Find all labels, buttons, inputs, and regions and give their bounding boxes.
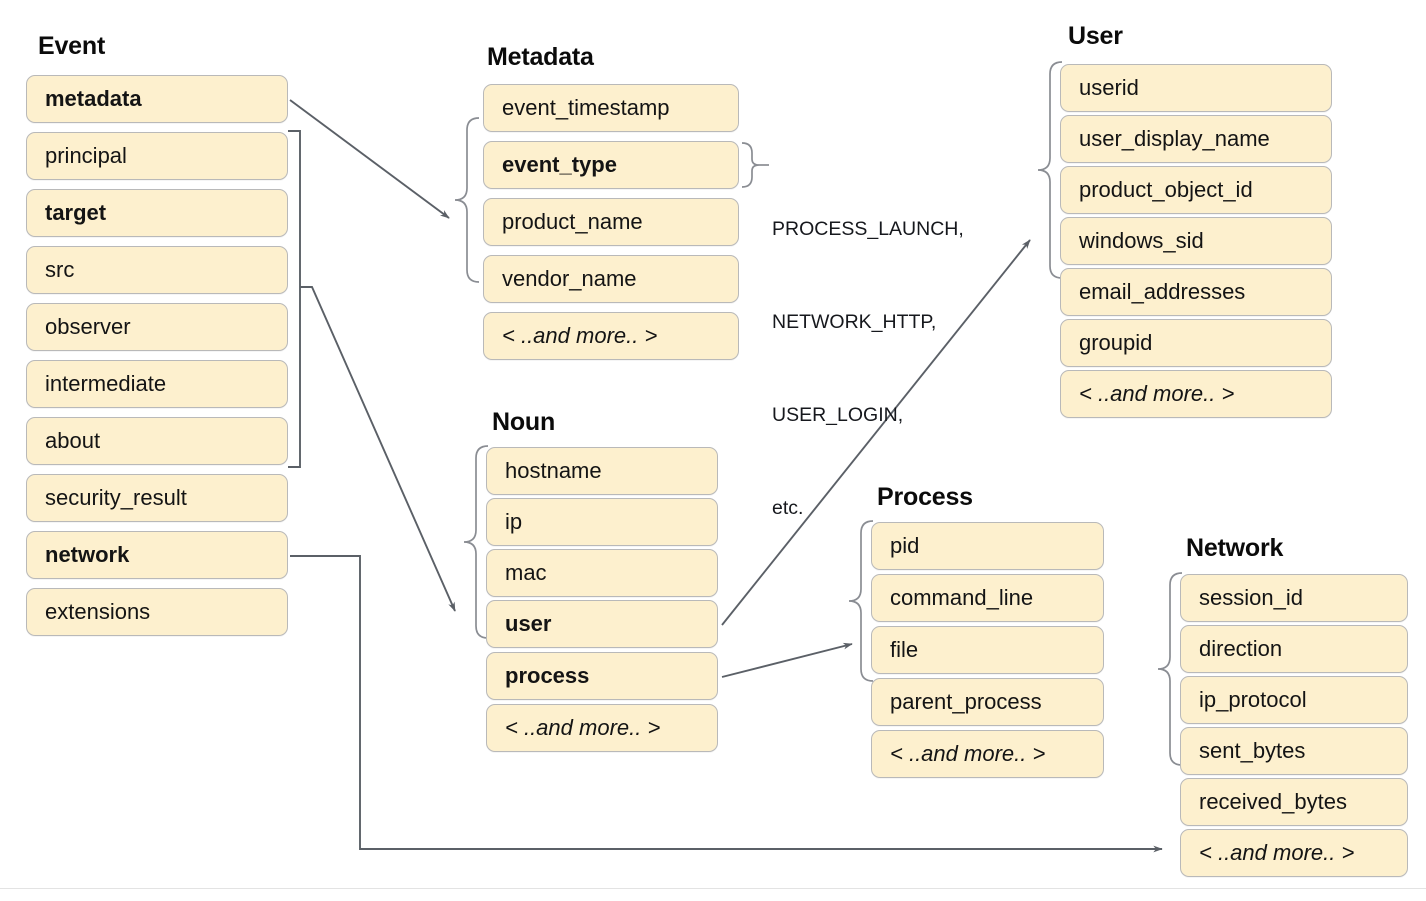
annotation-line-1: PROCESS_LAUNCH, [772,218,964,240]
annotation-line-2: NETWORK_HTTP, [772,311,937,333]
annotation-line-3: USER_LOGIN, [772,404,904,426]
group-title-noun: Noun [492,408,556,436]
field-event-intermediate[interactable]: intermediate [26,360,288,408]
field-noun-and-more[interactable]: < ..and more.. > [486,704,718,752]
field-network-received-bytes[interactable]: received_bytes [1180,778,1408,826]
field-event-metadata[interactable]: metadata [26,75,288,123]
field-process-command-line[interactable]: command_line [871,574,1104,622]
field-event-network[interactable]: network [26,531,288,579]
field-metadata-vendor-name[interactable]: vendor_name [483,255,739,303]
field-network-and-more[interactable]: < ..and more.. > [1180,829,1408,877]
field-user-user-display-name[interactable]: user_display_name [1060,115,1332,163]
field-user-groupid[interactable]: groupid [1060,319,1332,367]
group-title-metadata: Metadata [487,43,594,71]
field-event-src[interactable]: src [26,246,288,294]
field-event-about[interactable]: about [26,417,288,465]
field-network-session-id[interactable]: session_id [1180,574,1408,622]
field-network-sent-bytes[interactable]: sent_bytes [1180,727,1408,775]
field-noun-process[interactable]: process [486,652,718,700]
field-user-userid[interactable]: userid [1060,64,1332,112]
group-title-event: Event [38,32,106,60]
field-noun-mac[interactable]: mac [486,549,718,597]
field-metadata-event-type[interactable]: event_type [483,141,739,189]
field-process-pid[interactable]: pid [871,522,1104,570]
field-process-and-more[interactable]: < ..and more.. > [871,730,1104,778]
field-process-parent-process[interactable]: parent_process [871,678,1104,726]
field-noun-hostname[interactable]: hostname [486,447,718,495]
field-user-and-more[interactable]: < ..and more.. > [1060,370,1332,418]
field-process-file[interactable]: file [871,626,1104,674]
field-noun-user[interactable]: user [486,600,718,648]
group-title-network: Network [1186,534,1284,562]
field-metadata-event-timestamp[interactable]: event_timestamp [483,84,739,132]
annotation-event-type-values: PROCESS_LAUNCH, NETWORK_HTTP, USER_LOGIN… [772,152,964,586]
field-metadata-and-more[interactable]: < ..and more.. > [483,312,739,360]
group-title-user: User [1068,22,1123,50]
field-user-email-addresses[interactable]: email_addresses [1060,268,1332,316]
field-event-security-result[interactable]: security_result [26,474,288,522]
field-noun-ip[interactable]: ip [486,498,718,546]
field-user-product-object-id[interactable]: product_object_id [1060,166,1332,214]
field-event-observer[interactable]: observer [26,303,288,351]
field-network-direction[interactable]: direction [1180,625,1408,673]
group-title-process: Process [877,483,973,511]
field-network-ip-protocol[interactable]: ip_protocol [1180,676,1408,724]
field-event-principal[interactable]: principal [26,132,288,180]
field-metadata-product-name[interactable]: product_name [483,198,739,246]
field-user-windows-sid[interactable]: windows_sid [1060,217,1332,265]
field-event-target[interactable]: target [26,189,288,237]
field-event-extensions[interactable]: extensions [26,588,288,636]
bottom-divider [0,888,1426,889]
